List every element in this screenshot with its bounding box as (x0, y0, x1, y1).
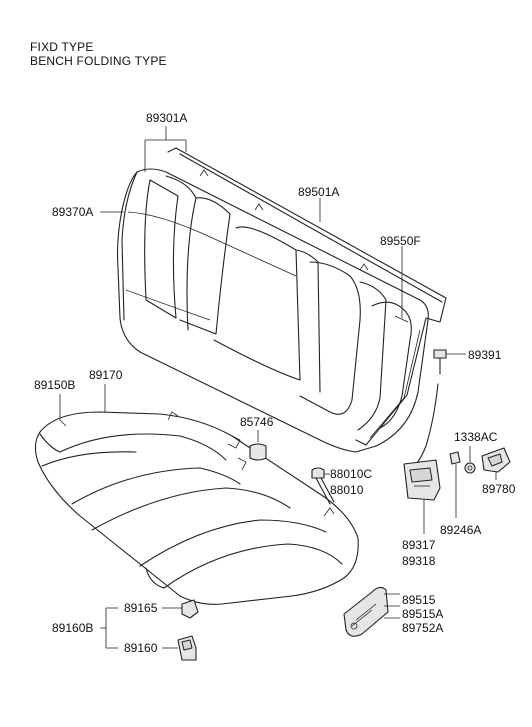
seat-cushion (34, 384, 359, 605)
callout-89301a: 89301A (146, 111, 187, 125)
part-89317-latch (403, 459, 441, 534)
callout-89515a: 89515A (402, 607, 443, 621)
callout-89246a: 89246A (440, 523, 481, 537)
callout-89160: 89160 (124, 641, 158, 655)
bracket-89160b (100, 607, 118, 649)
callout-89318: 89318 (402, 554, 436, 568)
header-fixed-type: FIXD TYPE (30, 40, 94, 54)
callout-89752a: 89752A (402, 621, 443, 635)
seat-back-cushion (116, 168, 429, 453)
part-89780-striker (481, 447, 511, 480)
callout-89165: 89165 (124, 601, 158, 615)
callout-89170: 89170 (89, 368, 123, 382)
callout-85746: 85746 (240, 415, 274, 429)
callout-89150b: 89150B (34, 378, 75, 392)
callout-89515: 89515 (402, 593, 436, 607)
part-88010-bolt (311, 467, 335, 505)
leader-89301a (144, 126, 187, 172)
callout-1338ac: 1338AC (454, 430, 498, 444)
callout-89391: 89391 (468, 348, 502, 362)
part-89160-clip (162, 635, 197, 661)
callout-89501a: 89501A (298, 185, 339, 199)
callout-89160b: 89160B (52, 621, 93, 635)
part-1338ac-nut (464, 446, 476, 474)
callout-88010c: 88010C (330, 467, 372, 481)
callout-88010: 88010 (330, 483, 364, 497)
callout-89317: 89317 (402, 538, 436, 552)
part-89165-clip (162, 599, 199, 619)
part-89391-bolt (433, 349, 466, 375)
part-89246a-clip (449, 451, 461, 518)
part-85746-plug (249, 430, 267, 461)
header-bench-folding-type: BENCH FOLDING TYPE (30, 54, 167, 68)
seat-back-frame (167, 147, 447, 446)
callout-89550f: 89550F (380, 234, 421, 248)
callout-89780: 89780 (482, 482, 516, 496)
part-89515-cover (343, 586, 400, 637)
release-cable (409, 383, 439, 469)
callout-89370a: 89370A (52, 205, 93, 219)
